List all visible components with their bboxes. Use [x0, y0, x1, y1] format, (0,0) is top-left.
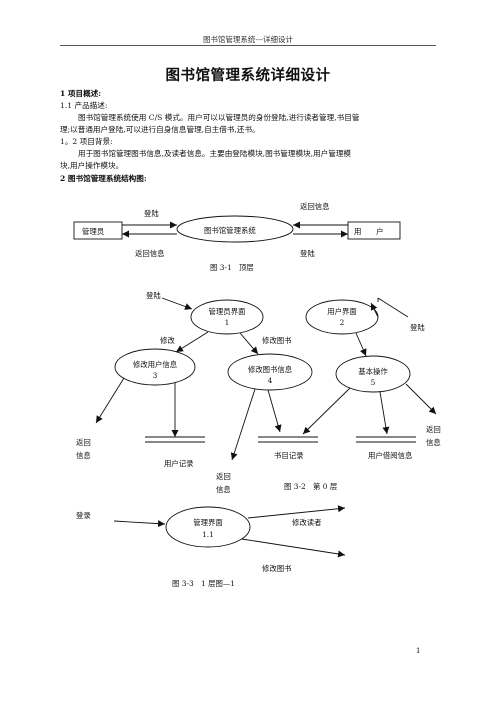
- d3-modify-book: 修改图书: [262, 564, 292, 573]
- section-1-1-line-2: 理;以普通用户登陆,可以进行自身信息管理,自主借书,还书。: [60, 125, 260, 134]
- d3-login: 登录: [76, 511, 91, 520]
- d2-borrow-info: 用户借阅信息: [368, 451, 413, 460]
- d1-caption: 图 3-1 顶层: [210, 263, 254, 272]
- arrow-basic-op-return: [405, 383, 437, 415]
- arrow-modify-book-to-booklist: [267, 389, 282, 433]
- d2-mod-user-title: 修改用户信息: [132, 360, 178, 369]
- d2-user-ui-title: 用户界面: [327, 307, 357, 316]
- d1-login-bottom: 登陆: [300, 249, 315, 258]
- d2-modify: 修改: [160, 336, 175, 345]
- d1-return-top: 返回信息: [300, 202, 330, 211]
- arrow-login-admin: [161, 297, 193, 310]
- d2-mod-book-title: 修改图书信息: [247, 365, 293, 374]
- arrow-modify-book-return: [230, 388, 256, 461]
- section-2-heading: 2 图书馆管理系统结构图:: [60, 174, 147, 183]
- d2-modify-book: 修改图书: [262, 336, 292, 345]
- d1-user-label: 用 户: [354, 227, 384, 236]
- arrow-login-user: [370, 302, 379, 318]
- d2-login-right: 登陆: [410, 323, 425, 332]
- d2-return-mid-1: 返回: [216, 472, 231, 481]
- modify-book-ellipse: [227, 353, 313, 391]
- page-header: 图书馆管理系统---详细设计: [202, 35, 294, 44]
- arrow-basic-op-to-booklist: [302, 387, 351, 435]
- d1-system-label: 图书馆管理系统: [204, 226, 256, 235]
- d1-admin-label: 管理员: [82, 227, 105, 236]
- arrow-modify-book-3: [241, 538, 346, 558]
- section-1-1-heading: 1.1 产品描述:: [60, 101, 108, 110]
- arrow-modify-reader: [247, 505, 346, 519]
- d2-return-mid-2: 信息: [216, 485, 231, 494]
- page-number: 1: [416, 647, 421, 655]
- d2-mod-book-num: 4: [267, 376, 273, 385]
- d2-admin-ui-num: 1: [224, 318, 230, 327]
- admin-ui-ellipse: [190, 299, 264, 335]
- line-user-ui-right: [377, 297, 409, 318]
- d1-login-top: 登陆: [144, 209, 159, 218]
- user-box: [347, 221, 401, 240]
- d3-caption: 图 3-3 1 层图—1: [172, 579, 235, 588]
- arrow-login-manage: [113, 520, 166, 528]
- d2-login-left: 登陆: [146, 291, 161, 300]
- arrow-admin-to-modify-book: [239, 332, 259, 355]
- d2-return-right-1: 返回: [426, 425, 441, 434]
- d3-modify-reader: 修改读者: [292, 518, 322, 527]
- arrow-modify-user-return: [95, 377, 125, 424]
- d3-manage-ui-num: 1.1: [202, 530, 214, 539]
- arrow-admin-to-modify-user: [175, 331, 209, 353]
- d2-mod-user-num: 3: [152, 371, 158, 380]
- basic-op-ellipse: [335, 355, 411, 393]
- section-1-2-heading: 1。2 项目背景:: [60, 137, 113, 146]
- arrow-user-to-basic-op: [355, 332, 367, 357]
- system-ellipse: [176, 215, 294, 243]
- arrow-basic-op-to-borrow: [379, 391, 390, 435]
- d2-admin-ui-title: 管理员界面: [208, 307, 246, 316]
- d2-basic-op-title: 基本操作: [358, 367, 388, 376]
- section-1-2-line-2: 块,用户操作模块。: [60, 161, 124, 170]
- d1-return-bottom: 返回信息: [135, 249, 165, 258]
- d2-user-ui-num: 2: [339, 318, 345, 327]
- d2-return-left-1: 返回: [76, 438, 91, 447]
- header-rule: [60, 45, 436, 46]
- d2-book-record: 书目记录: [274, 451, 304, 460]
- document-title: 图书馆管理系统详细设计: [165, 67, 331, 84]
- d2-return-left-2: 信息: [76, 451, 91, 460]
- modify-user-ellipse: [114, 348, 196, 386]
- d3-manage-ui-title: 管理界面: [193, 518, 223, 527]
- d2-return-right-2: 信息: [426, 438, 441, 447]
- section-1-2-line-1: 用于图书馆管理图书信息,及读者信息。主要由登陆模块,图书管理模块,用户管理模: [78, 149, 352, 158]
- section-1-heading: 1 项目概述:: [60, 89, 102, 98]
- d2-user-record: 用户记录: [164, 459, 194, 468]
- d2-basic-op-num: 5: [370, 378, 376, 387]
- d2-caption: 图 3-2 第 0 层: [284, 482, 338, 491]
- manage-ui-ellipse: [165, 506, 251, 548]
- section-1-1-line-1: 图书馆管理系统使用 C/S 模式。用户可以以管理员的身份登陆,进行读者管理,书目…: [78, 113, 360, 122]
